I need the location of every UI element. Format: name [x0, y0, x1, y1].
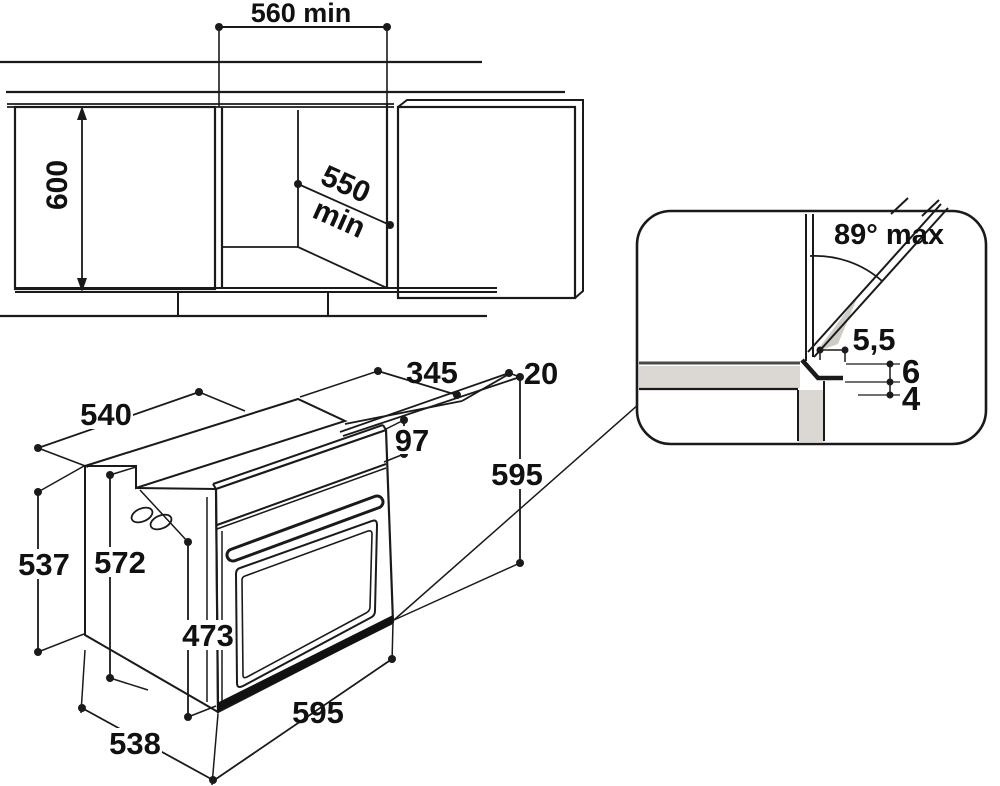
right-cabinet [396, 99, 584, 300]
door-bottom-edge [217, 615, 393, 712]
detail-leader-line [393, 403, 640, 621]
dim-gap-mid: 6 [845, 353, 920, 390]
rear-worktop-edge [339, 369, 524, 437]
dim-front-height: 595 [393, 377, 543, 621]
door-step-profile [800, 358, 843, 381]
dim-door-height: 473 [139, 489, 235, 721]
door-height-label: 473 [182, 618, 234, 653]
oven-door [217, 494, 393, 712]
dim-niche-depth: 550 min [294, 159, 394, 245]
dim-front-width: 595 [212, 621, 396, 782]
front-height-label: 595 [491, 457, 543, 492]
gap-bottom-label: 4 [902, 380, 921, 417]
panel-height-label: 97 [395, 423, 429, 458]
oven-isometric-view [84, 369, 524, 714]
rear-gap-label: 20 [524, 356, 558, 391]
top-depth-label: 345 [406, 355, 458, 390]
dim-rear-height: 537 [17, 465, 85, 656]
side-vent-ovals [130, 506, 173, 531]
dim-panel-height: 97 [383, 416, 431, 463]
dim-top-width: 540 [34, 388, 246, 468]
open-door-section [807, 197, 949, 358]
dim-niche-width: 560 min [215, 0, 391, 107]
gap-mid-label: 6 [902, 353, 920, 390]
niche-width-label: 560 min [251, 0, 352, 28]
door-window [234, 519, 379, 688]
dim-bottom-depth: 538 [78, 649, 219, 786]
dim-gap-bottom: 4 [858, 380, 921, 417]
bottom-depth-label: 538 [109, 726, 161, 761]
worktop-section [639, 366, 800, 388]
mid-height-label: 572 [94, 545, 146, 580]
dim-mid-height: 572 [93, 466, 149, 691]
dim-gap-top: 5,5 [816, 322, 896, 362]
top-width-label: 540 [80, 397, 132, 432]
oven-dimensions: 540 345 20 97 595 [17, 355, 640, 786]
gap-top-label: 5,5 [852, 322, 895, 357]
cabinet-panel-section [798, 390, 824, 442]
control-panel [212, 424, 387, 530]
dim-top-depth: 345 [299, 355, 461, 399]
dim-niche-height: 600 [41, 106, 87, 292]
oven-niche [220, 103, 389, 289]
hinge-detail-view: 89° max 5,5 6 4 [635, 197, 988, 446]
angle-arc [809, 254, 883, 282]
niche-height-label: 600 [41, 160, 74, 210]
niche-top-view: 560 min 600 550 min [0, 0, 584, 318]
front-width-label: 595 [292, 695, 344, 730]
max-angle-label: 89° max [834, 219, 944, 251]
rear-height-label: 537 [18, 547, 70, 582]
